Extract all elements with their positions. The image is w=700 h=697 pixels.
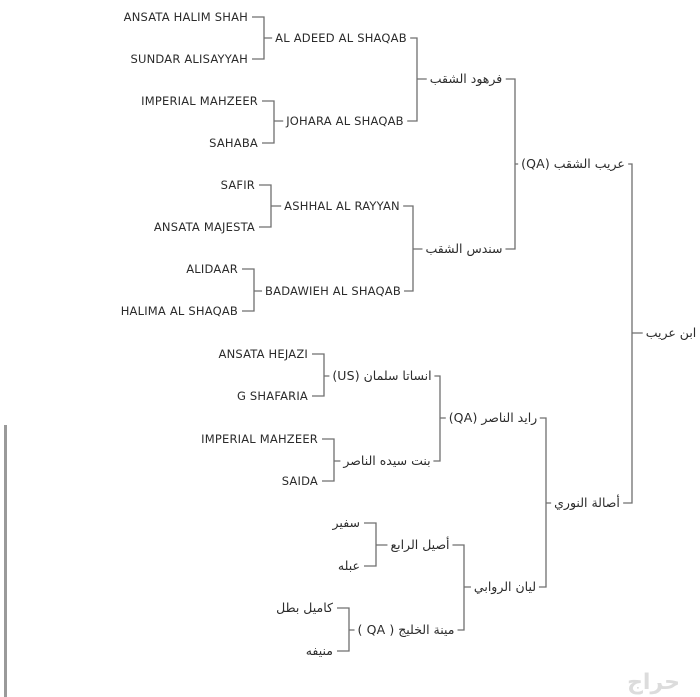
leaf-horse: G SHAFARIA	[233, 389, 311, 403]
leaf-horse: SUNDAR ALISAYYAH	[127, 52, 251, 66]
horse-dam: أصالة النوري	[551, 496, 623, 510]
horse-dam-dam: ليان الروابي	[470, 580, 540, 594]
leaf-horse: منيفه	[302, 644, 336, 658]
leaf-horse: SAIDA	[278, 474, 321, 488]
leaf-horse: IMPERIAL MAHZEER	[138, 94, 261, 108]
horse-sire-sire-sire: AL ADEED AL SHAQAB	[272, 31, 410, 45]
horse-sire-dam-dam: BADAWIEH AL SHAQAB	[262, 284, 404, 298]
horse-sire-dam: سندس الشقب	[422, 242, 506, 256]
watermark-logo: حراج	[627, 670, 680, 695]
horse-root: ابن عريب	[642, 326, 700, 340]
leaf-horse: ANSATA HEJAZI	[215, 347, 311, 361]
leaf-horse: ANSATA HALIM SHAH	[120, 10, 251, 24]
horse-dam-dam-dam: مينة الخليج ( QA )	[354, 623, 458, 637]
bracket-line	[616, 163, 645, 504]
leaf-horse: SAFIR	[217, 178, 258, 192]
leaf-horse: HALIMA AL SHAQAB	[117, 304, 241, 318]
horse-sire: عريب الشقب (QA)	[518, 157, 628, 171]
bracket-line	[259, 184, 283, 228]
leaf-horse: ALIDAAR	[183, 262, 241, 276]
leaf-horse: ANSATA MAJESTA	[150, 220, 258, 234]
horse-dam-sire: رايد الناصر (QA)	[445, 411, 541, 425]
horse-dam-dam-sire: أصيل الرابع	[387, 538, 453, 552]
horse-sire-sire: فرهود الشقب	[426, 72, 506, 86]
leaf-horse: IMPERIAL MAHZEER	[198, 432, 321, 446]
horse-sire-dam-sire: ASHHAL AL RAYYAN	[281, 199, 403, 213]
leaf-horse: عبله	[334, 559, 363, 573]
leaf-horse: سفير	[329, 516, 363, 530]
horse-dam-sire-dam: بنت سيده الناصر	[340, 454, 434, 468]
leaf-horse: كاميل بطل	[273, 601, 336, 615]
horse-sire-sire-dam: JOHARA AL SHAQAB	[283, 114, 407, 128]
horse-dam-sire-sire: انساتا سلمان (US)	[329, 369, 435, 383]
scrollbar[interactable]	[4, 425, 7, 697]
bracket-line	[364, 522, 388, 567]
leaf-horse: SAHABA	[206, 136, 261, 150]
